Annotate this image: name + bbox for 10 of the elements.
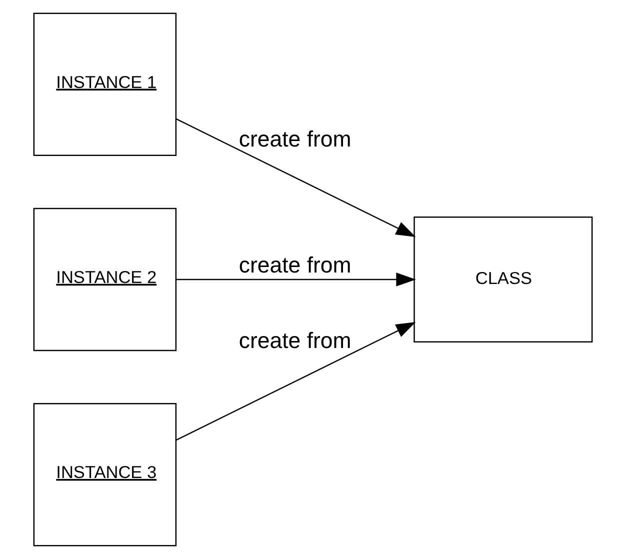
- node-box: INSTANCE 2: [33, 208, 177, 352]
- edge-label: create from: [238, 252, 352, 278]
- node-box: INSTANCE 1: [33, 12, 177, 156]
- edge-label: create from: [238, 126, 352, 152]
- node-box: INSTANCE 3: [33, 402, 177, 546]
- arrow: [176, 118, 416, 238]
- node-box: CLASS: [414, 216, 593, 342]
- arrow: [176, 272, 416, 286]
- edge-label: create from: [238, 328, 352, 353]
- arrow: [176, 322, 416, 441]
